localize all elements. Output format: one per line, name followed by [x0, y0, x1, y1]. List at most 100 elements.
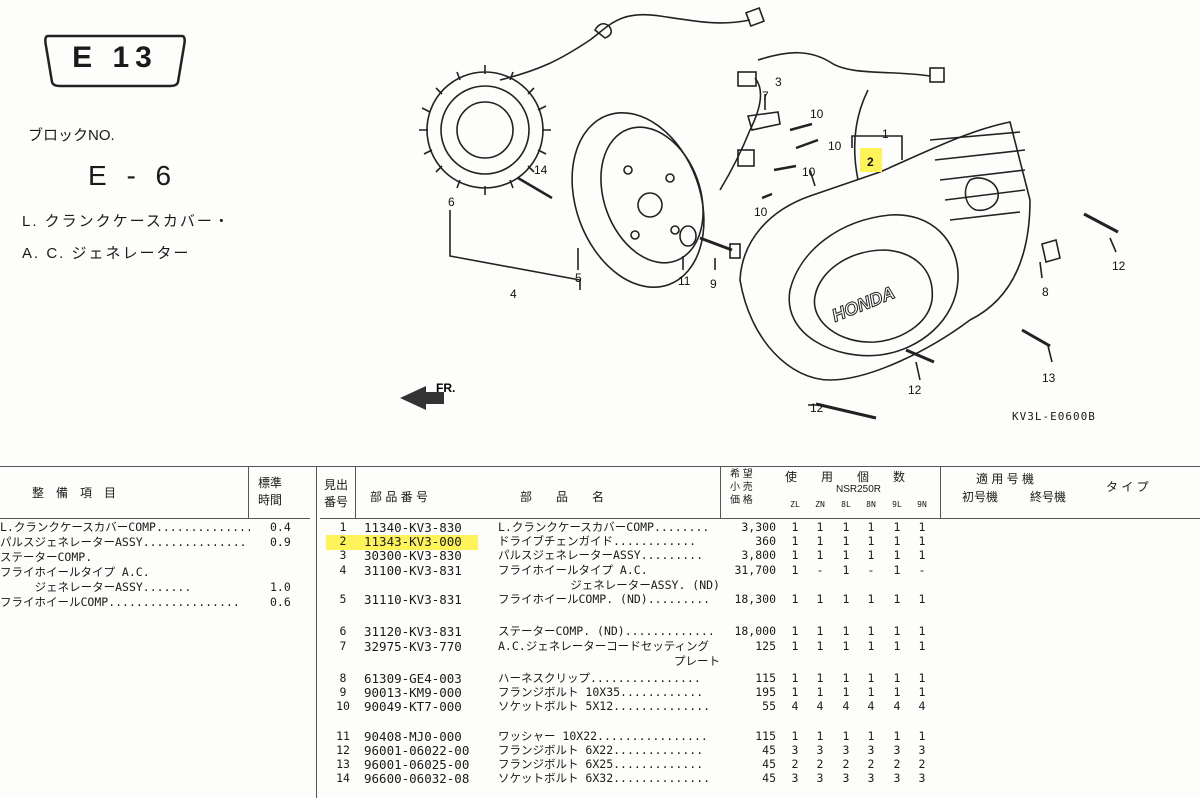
price: 55: [762, 699, 776, 713]
header-first-unit: 初号機: [962, 490, 999, 504]
quantity: 3: [867, 743, 875, 757]
quantity: 1: [816, 671, 824, 685]
quantity: 1: [842, 639, 850, 653]
ref-number: 11: [336, 729, 350, 743]
part-number: 61309-GE4-003: [364, 671, 462, 686]
quantity: 4: [816, 699, 824, 713]
ref-number: 12: [336, 743, 350, 757]
price: 125: [755, 639, 776, 653]
quantity: 1: [842, 563, 850, 577]
part-name: パルスジェネレーターASSY.........: [498, 548, 704, 562]
standard-time: 0.6: [270, 595, 291, 609]
quantity: 1: [816, 592, 824, 606]
svg-text:13: 13: [1042, 371, 1056, 385]
quantity: 1: [791, 624, 799, 638]
ref-number: 4: [339, 563, 347, 577]
standard-time: 1.0: [270, 580, 291, 594]
header-variant: ZL: [790, 500, 800, 509]
quantity: 2: [867, 757, 875, 771]
part-number: 90013-KM9-000: [364, 685, 462, 700]
part-name-cont: ジェネレーターASSY. (ND): [570, 578, 720, 592]
price: 115: [755, 671, 776, 685]
quantity: 1: [918, 671, 926, 685]
svg-text:10: 10: [754, 205, 768, 219]
quantity: 4: [893, 699, 901, 713]
svg-text:12: 12: [810, 401, 824, 415]
part-name: A.C.ジェネレーターコードセッティング: [498, 639, 710, 653]
quantity: 1: [893, 534, 901, 548]
header-part-number: 部 品 番 号: [370, 490, 429, 504]
quantity: 1: [791, 592, 799, 606]
part-number: 11343-KV3-000: [364, 534, 462, 549]
quantity: 1: [893, 639, 901, 653]
svg-text:4: 4: [510, 287, 517, 301]
header-ref-no: 見出 番号: [324, 478, 349, 509]
svg-text:3: 3: [775, 75, 782, 89]
svg-text:8: 8: [1042, 285, 1049, 299]
price: 360: [755, 534, 776, 548]
part-number: 90408-MJ0-000: [364, 729, 462, 744]
honda-logo: HONDA: [829, 282, 898, 325]
svg-text:6: 6: [448, 195, 455, 209]
quantity: 1: [867, 548, 875, 562]
part-name: フライホイールCOMP. (ND).........: [498, 592, 711, 606]
quantity: 1: [918, 624, 926, 638]
part-number: 96600-06032-08: [364, 771, 470, 786]
quantity: 1: [842, 685, 850, 699]
svg-text:10: 10: [810, 107, 824, 121]
parts-table: 整 備 項 目 標準 時間 見出 番号 部 品 番 号 部 品 名 希 望 小 …: [0, 466, 1200, 798]
quantity: 1: [842, 729, 850, 743]
maintenance-item: L.クランクケースカバーCOMP..............: [0, 520, 250, 534]
part-name: L.クランクケースカバーCOMP........: [498, 520, 710, 534]
svg-text:14: 14: [534, 163, 548, 177]
maintenance-item: フライホイールCOMP...................: [0, 595, 240, 609]
quantity: 1: [893, 729, 901, 743]
quantity: 3: [791, 771, 799, 785]
quantity: -: [816, 563, 824, 577]
part-number: 96001-06025-00: [364, 757, 470, 772]
header-part-name: 部 品 名: [520, 490, 605, 504]
section-badge-frame: [44, 34, 186, 88]
svg-text:9: 9: [710, 277, 717, 291]
block-code: E - 6: [88, 160, 178, 191]
quantity: 1: [791, 639, 799, 653]
header-variant: 9N: [917, 500, 927, 509]
svg-text:10: 10: [802, 165, 816, 179]
part-number: 96001-06022-00: [364, 743, 470, 758]
ref-number: 7: [339, 639, 347, 653]
part-number: 31110-KV3-831: [364, 592, 462, 607]
quantity: -: [867, 563, 875, 577]
ref-number: 1: [339, 520, 347, 534]
svg-text:11: 11: [678, 274, 691, 288]
quantity: 1: [842, 548, 850, 562]
quantity: 1: [816, 729, 824, 743]
quantity: 2: [893, 757, 901, 771]
part-number: 30300-KV3-830: [364, 548, 462, 563]
price: 45: [762, 771, 776, 785]
quantity: 3: [893, 743, 901, 757]
highlight-callout-2: [860, 148, 882, 172]
quantity: 1: [867, 685, 875, 699]
part-number: 11340-KV3-830: [364, 520, 462, 535]
quantity: 1: [918, 548, 926, 562]
quantity: 1: [791, 563, 799, 577]
header-variant: ZN: [815, 500, 825, 509]
quantity: 1: [791, 548, 799, 562]
ref-number: 14: [336, 771, 350, 785]
stator-drawing: [419, 65, 551, 195]
price: 3,300: [741, 520, 776, 534]
quantity: 2: [816, 757, 824, 771]
quantity: 1: [893, 624, 901, 638]
quantity: 1: [867, 671, 875, 685]
svg-text:12: 12: [1112, 259, 1126, 273]
part-name: ハーネスクリップ................: [498, 671, 701, 685]
block-title-line1: L. クランクケースカバー・: [22, 213, 231, 230]
quantity: 2: [791, 757, 799, 771]
quantity: 1: [918, 729, 926, 743]
quantity: 1: [893, 685, 901, 699]
header-price: 希 望 小 売 価 格: [730, 469, 753, 506]
svg-text:1: 1: [882, 127, 889, 141]
price: 115: [755, 729, 776, 743]
quantity: 1: [791, 534, 799, 548]
quantity: 1: [816, 685, 824, 699]
